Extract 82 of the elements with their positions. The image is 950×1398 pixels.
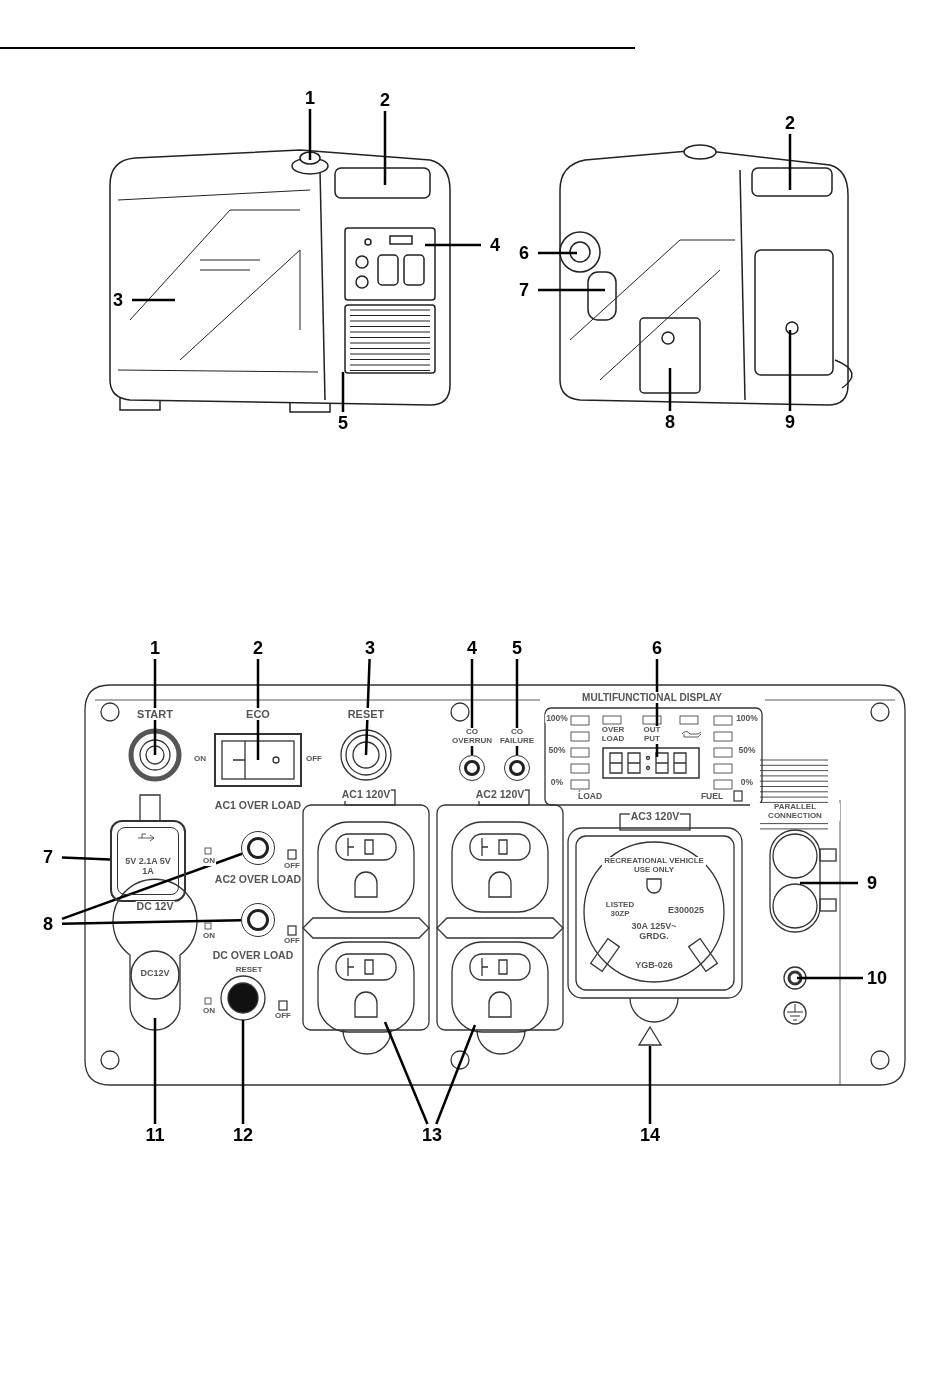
leader-line xyxy=(153,659,157,755)
panel-label: AC1 120V xyxy=(340,789,392,801)
callout-number: 11 xyxy=(141,1124,169,1146)
panel-label: 50% xyxy=(547,746,567,756)
leader-line xyxy=(797,976,863,980)
leader-line xyxy=(364,658,371,756)
leader-line xyxy=(132,298,175,302)
panel-label: ON xyxy=(202,1007,216,1016)
callout-number: 2 xyxy=(244,637,272,659)
leader-line xyxy=(383,1021,429,1125)
leader-line xyxy=(788,330,792,411)
callout-number: 9 xyxy=(858,872,886,894)
warning-triangle-icon xyxy=(638,1026,662,1046)
panel-label: DC 12V xyxy=(135,901,175,913)
panel-label: ON xyxy=(202,857,216,866)
panel-label: MULTIFUNCTIONAL DISPLAY xyxy=(581,692,723,703)
leader-line xyxy=(668,368,672,411)
callout-number: 10 xyxy=(863,967,891,989)
panel-label: START xyxy=(136,708,174,721)
panel-label: FUEL xyxy=(699,792,725,802)
panel-label: AC3 120V xyxy=(629,811,681,823)
leader-line xyxy=(341,372,345,412)
panel-label: AC1 OVER LOAD xyxy=(213,800,303,812)
leader-line xyxy=(256,659,260,760)
panel-label: AC2 120V xyxy=(474,789,526,801)
panel-label: ECO xyxy=(245,708,271,721)
leader-line xyxy=(61,856,111,861)
panel-label: OFF xyxy=(274,1012,292,1021)
panel-label: DC OVER LOAD xyxy=(211,950,295,962)
callout-number: 3 xyxy=(104,289,132,311)
panel-label: OFF xyxy=(283,937,301,946)
leader-line xyxy=(435,1024,477,1125)
panel-label: OFF xyxy=(305,755,323,764)
callout-number: 14 xyxy=(636,1124,664,1146)
leader-line xyxy=(153,1018,157,1124)
callout-number: 4 xyxy=(481,234,509,256)
panel-label: 0% xyxy=(739,778,755,788)
panel-label: RESET xyxy=(234,966,264,975)
panel-label: PARALLEL CONNECTION xyxy=(750,803,840,821)
panel-label: DC12V xyxy=(139,969,171,979)
panel-label: YGB-026 xyxy=(634,961,674,971)
panel-label: LOAD xyxy=(576,792,604,802)
callout-number: 13 xyxy=(418,1124,446,1146)
panel-label: 50% xyxy=(737,746,757,756)
panel-label: ON xyxy=(193,755,207,764)
callout-number: 3 xyxy=(356,637,384,659)
leader-line xyxy=(383,111,387,185)
callout-number: 8 xyxy=(656,411,684,433)
callout-number: 2 xyxy=(776,112,804,134)
panel-label: OFF xyxy=(283,862,301,871)
callout-number: 9 xyxy=(776,411,804,433)
leader-line xyxy=(538,288,605,292)
leader-line xyxy=(425,243,481,247)
panel-label: 0% xyxy=(549,778,565,788)
leader-line xyxy=(61,919,242,925)
leader-line xyxy=(800,881,858,885)
usb-socket: 5V 2.1A 5V 1A xyxy=(110,820,186,902)
callout-number: 1 xyxy=(141,637,169,659)
leader-line xyxy=(648,1046,652,1124)
callout-number: 7 xyxy=(34,846,62,868)
callout-number: 5 xyxy=(503,637,531,659)
panel-label: E300025 xyxy=(667,906,705,916)
callout-number: 5 xyxy=(329,412,357,434)
leader-line xyxy=(788,134,792,190)
leader-line xyxy=(61,852,243,921)
panel-label: RESET xyxy=(346,708,386,721)
callout-number: 6 xyxy=(510,242,538,264)
callout-number: 6 xyxy=(643,637,671,659)
callout-number: 4 xyxy=(458,637,486,659)
callout-number: 1 xyxy=(296,87,324,109)
panel-label: 100% xyxy=(545,714,569,724)
panel-label: RECREATIONAL VEHICLE USE ONLY xyxy=(602,857,706,875)
panel-label: CO OVERRUN xyxy=(450,728,494,746)
panel-label: 100% xyxy=(735,714,759,724)
callout-number: 7 xyxy=(510,279,538,301)
leader-line xyxy=(241,1020,245,1124)
panel-label: ON xyxy=(202,932,216,941)
callout-number: 2 xyxy=(371,89,399,111)
panel-label: AC2 OVER LOAD xyxy=(213,874,303,886)
leader-line xyxy=(308,109,312,160)
callout-number: 8 xyxy=(34,913,62,935)
callout-number: 12 xyxy=(229,1124,257,1146)
